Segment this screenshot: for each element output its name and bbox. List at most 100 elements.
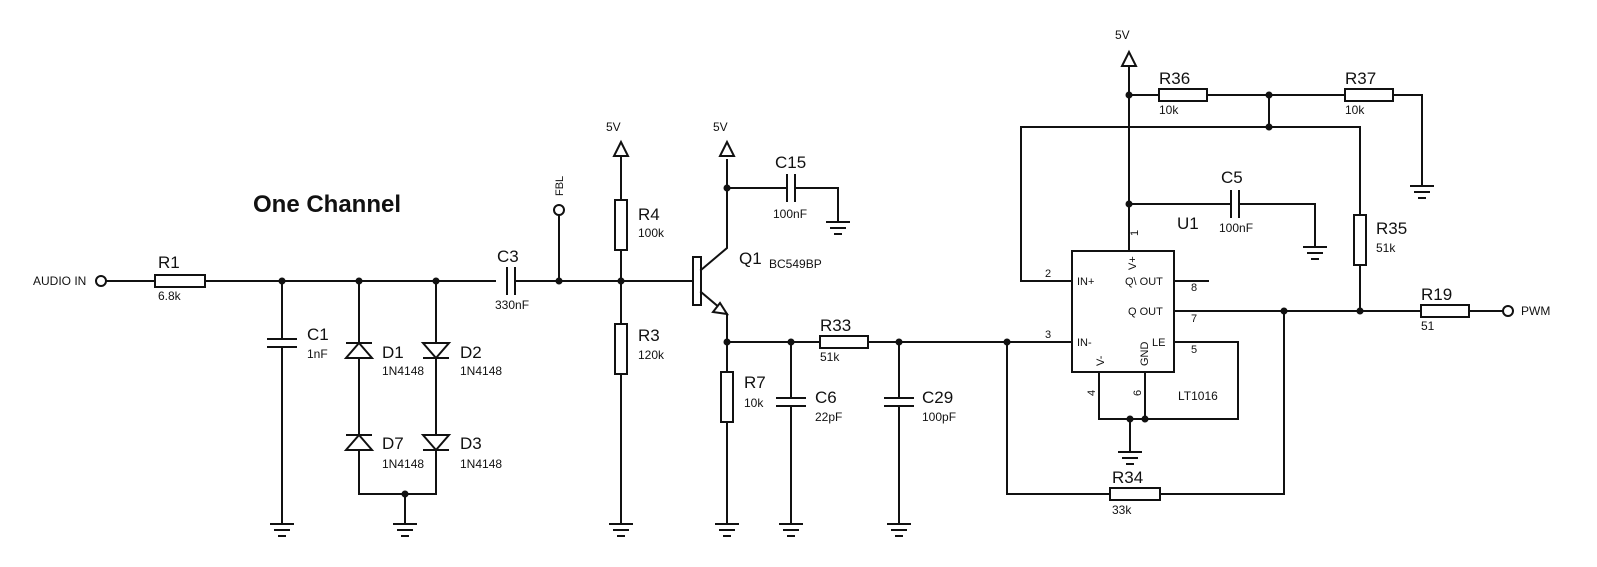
d3-value: 1N4148 (460, 457, 502, 471)
bias-divider: 5V R4 100k R3 120k (606, 120, 665, 537)
junction-dots (278, 91, 1364, 498)
c3-value: 330nF (495, 298, 529, 312)
u1-pin-q-out: Q OUT (1128, 306, 1163, 318)
resistor-r35: R35 51k (1353, 214, 1407, 266)
u1-supply-label: 5V (1115, 28, 1130, 42)
r4-supply-label: 5V (606, 120, 621, 134)
r1-label: R1 (158, 253, 180, 272)
wire (1098, 341, 1239, 420)
diode-column-left: D1 1N4148 D7 1N4148 (343, 280, 424, 495)
u1-pin-3: 3 (1045, 329, 1051, 341)
diode-d3: D3 1N4148 (420, 434, 502, 471)
u1-pin-qbar-out: Q\ OUT (1125, 276, 1163, 288)
r33-value: 51k (820, 350, 840, 364)
c6-label: C6 (815, 388, 837, 407)
u1-pin-4: 4 (1086, 390, 1098, 396)
diode-d2: D2 1N4148 (420, 342, 502, 378)
capacitor-c3: C3 330nF (495, 247, 529, 312)
capacitor-c1: C1 1nF (267, 280, 329, 537)
comparator-u1: U1 LT1016 IN+ IN- Q\ OUT Q OUT LE V+ V- … (1045, 214, 1218, 403)
c3-label: C3 (497, 247, 519, 266)
audio-input-label: AUDIO IN (33, 274, 86, 288)
wire (1020, 126, 1361, 282)
u1-pin-le: LE (1152, 337, 1165, 349)
u1-pin-in-plus: IN+ (1077, 276, 1094, 288)
c29-value: 100pF (922, 410, 956, 424)
q1-label: Q1 (739, 249, 762, 268)
r3-label: R3 (638, 326, 660, 345)
u1-pin-gnd: GND (1139, 342, 1151, 367)
resistor-r36: R36 10k (1158, 69, 1208, 117)
d7-value: 1N4148 (382, 457, 424, 471)
r19-value: 51 (1421, 319, 1435, 333)
u1-pin-v-plus: V+ (1127, 256, 1139, 270)
r36-value: 10k (1159, 103, 1179, 117)
resistor-r37: R37 10k (1344, 69, 1394, 117)
resistor-r19: R19 51 (1420, 285, 1470, 333)
r7-value: 10k (744, 396, 764, 410)
r35-label: R35 (1376, 219, 1407, 238)
q1-supply-label: 5V (713, 120, 728, 134)
r19-label: R19 (1421, 285, 1452, 304)
r7-label: R7 (744, 373, 766, 392)
c15-value: 100nF (773, 207, 807, 221)
u1-pin-v-minus: V- (1095, 355, 1107, 366)
u1-pin-1: 1 (1129, 230, 1141, 236)
fbl-test-point: FBL (553, 176, 566, 282)
d7-label: D7 (382, 434, 404, 453)
u1-pin-in-minus: IN- (1077, 337, 1092, 349)
capacitor-c6: C6 22pF (776, 341, 842, 537)
r37-label: R37 (1345, 69, 1376, 88)
d1-value: 1N4148 (382, 364, 424, 378)
u1-pin-6: 6 (1132, 390, 1144, 396)
wire (1006, 341, 1111, 495)
c1-label: C1 (307, 325, 329, 344)
c29-label: C29 (922, 388, 953, 407)
r34-label: R34 (1112, 468, 1143, 487)
diode-d7: D7 1N4148 (343, 433, 424, 471)
resistor-r7: R7 10k (720, 371, 766, 423)
r3-value: 120k (638, 348, 665, 362)
c6-value: 22pF (815, 410, 842, 424)
resistor-r4: R4 100k (614, 199, 665, 251)
r37-value: 10k (1345, 103, 1365, 117)
u1-label: U1 (1177, 214, 1199, 233)
q1-value: BC549BP (769, 257, 822, 271)
diode-column-right: D2 1N4148 D3 1N4148 (420, 280, 502, 495)
c1-value: 1nF (307, 347, 328, 361)
u1-pin-2: 2 (1045, 268, 1051, 280)
d2-label: D2 (460, 343, 482, 362)
capacitor-c29: C29 100pF (884, 341, 956, 537)
r4-label: R4 (638, 205, 660, 224)
audio-input-port: AUDIO IN (33, 274, 107, 288)
u1-pin-5: 5 (1191, 344, 1197, 356)
r33-label: R33 (820, 316, 851, 335)
r1-value: 6.8k (158, 289, 182, 303)
c5-label: C5 (1221, 168, 1243, 187)
diode-d1: D1 1N4148 (343, 341, 424, 378)
c5-value: 100nF (1219, 221, 1253, 235)
pwm-output-label: PWM (1521, 304, 1550, 318)
c15-label: C15 (775, 153, 806, 172)
resistor-r33: R33 51k (819, 316, 869, 364)
resistor-r1: R1 6.8k (154, 253, 206, 303)
capacitor-c15: C15 100nF (726, 153, 851, 235)
d3-label: D3 (460, 434, 482, 453)
r35-value: 51k (1376, 241, 1396, 255)
d2-value: 1N4148 (460, 364, 502, 378)
fbl-label: FBL (554, 176, 566, 196)
resistor-r34: R34 33k (1109, 468, 1161, 517)
r36-label: R36 (1159, 69, 1190, 88)
capacitor-c5: C5 100nF (1128, 168, 1328, 260)
pwm-output-port: PWM (1502, 304, 1550, 318)
wire (1159, 310, 1285, 495)
transistor-q1: 5V Q1 BC549BP (692, 120, 822, 341)
diagram-title: One Channel (253, 191, 401, 218)
u1-pin-8: 8 (1191, 282, 1197, 294)
r34-value: 33k (1112, 503, 1132, 517)
u1-value: LT1016 (1178, 389, 1218, 403)
r4-value: 100k (638, 226, 665, 240)
resistor-r3: R3 120k (614, 323, 665, 375)
u1-pin-7: 7 (1191, 313, 1197, 325)
